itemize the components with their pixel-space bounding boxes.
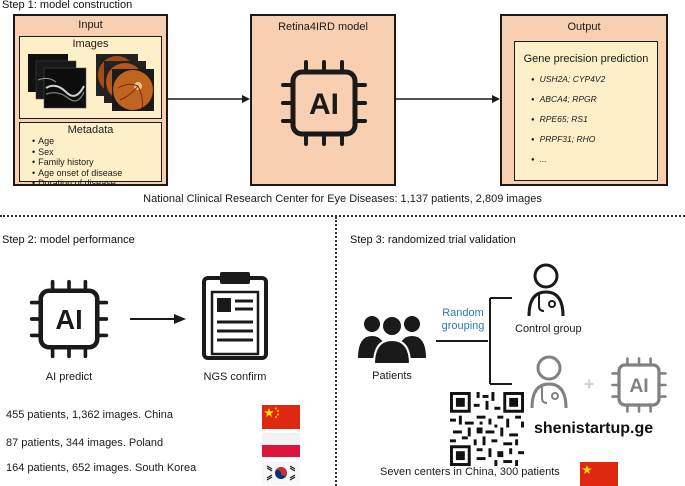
gene-prediction-box: Gene precision prediction USH2A; CYP4V2 … <box>514 41 658 181</box>
input-title: Input <box>78 19 103 31</box>
random-label-line1: Random <box>442 307 484 319</box>
metadata-item: Family history <box>32 157 122 168</box>
step3-title: Step 3: randomized trial validation <box>350 234 516 246</box>
step2-title: Step 2: model performance <box>2 234 135 246</box>
step3-footer: Seven centers in China, 300 patients <box>380 466 560 478</box>
control-group-label: Control group <box>515 323 582 335</box>
images-title: Images <box>72 38 109 50</box>
ai-chip-label: AI <box>629 376 648 397</box>
output-panel: Output Gene precision prediction USH2A; … <box>500 14 668 186</box>
poland-flag-icon <box>262 433 300 457</box>
model-panel: Retina4IRD model AI <box>250 14 396 186</box>
output-title: Output <box>567 21 601 33</box>
ai-chip-label: AI <box>309 88 339 121</box>
overlay-haze <box>516 352 676 418</box>
arrow-ai-to-ngs <box>130 314 186 324</box>
arrow-input-to-model <box>168 95 250 103</box>
metadata-item: Age onset of disease <box>32 168 122 179</box>
clipboard-report-icon <box>202 272 268 360</box>
horizontal-divider <box>0 215 685 217</box>
ai-predict-label: AI predict <box>45 371 93 383</box>
metadata-item: Sex <box>32 147 122 158</box>
metadata-list: Age Sex Family history Age onset of dise… <box>32 136 122 189</box>
grouping-branch-arrows <box>436 297 512 385</box>
cohort-south-korea: 164 patients, 652 images. South Korea <box>6 462 197 474</box>
ai-chip-icon: AI <box>281 60 367 146</box>
input-panel: Input Images Metadata Age Sex Fa <box>13 14 168 188</box>
south-korea-flag-icon <box>262 461 300 485</box>
ngs-confirm-label: NGS confirm <box>203 371 267 383</box>
random-grouping-label: Random grouping <box>432 307 494 333</box>
patients-group-icon <box>358 315 426 364</box>
patients-label: Patients <box>372 370 412 382</box>
qr-code-icon[interactable] <box>450 392 524 466</box>
vertical-divider <box>335 217 337 486</box>
metadata-box: Metadata Age Sex Family history Age onse… <box>19 122 162 188</box>
oct-scan-images <box>28 54 87 109</box>
metadata-title: Metadata <box>67 124 114 136</box>
random-label-line2: grouping <box>441 320 485 332</box>
ai-chip-label: AI <box>55 304 82 335</box>
images-box: Images <box>19 36 162 119</box>
doctor-icon <box>530 355 568 409</box>
metadata-item: Duration of disease <box>32 178 122 189</box>
watermark-text: shenistartup.ge <box>532 420 656 438</box>
model-title: Retina4IRD model <box>278 21 368 33</box>
cohort-china: 455 patients, 1,362 images. China <box>6 409 173 421</box>
china-flag-icon <box>580 462 618 486</box>
step1-title: Step 1: model construction <box>2 0 133 11</box>
step1-footer: National Clinical Research Center for Ey… <box>143 193 542 205</box>
gene-item: ABCA4; RPGR <box>531 90 605 110</box>
gene-item: USH2A; CYP4V2 <box>531 70 606 90</box>
gene-item: ... <box>531 150 605 170</box>
gene-item: PRPF31; RHO <box>531 130 605 150</box>
ai-chip-icon: AI <box>611 357 667 413</box>
plus-sign: + <box>584 374 595 394</box>
ai-chip-icon: AI <box>29 279 109 359</box>
gene-list: USH2A; CYP4V2 ABCA4; RPGR RPE65; RS1 PRP… <box>531 70 606 170</box>
metadata-item: Age <box>32 136 122 147</box>
arrow-model-to-output <box>396 95 500 103</box>
cohort-poland: 87 patients, 344 images. Poland <box>6 437 164 449</box>
gene-item: RPE65; RS1 <box>531 110 605 130</box>
doctor-icon <box>527 263 565 317</box>
china-flag-icon <box>262 405 300 429</box>
fundus-images <box>96 54 154 111</box>
gene-prediction-title: Gene precision prediction <box>523 53 649 65</box>
